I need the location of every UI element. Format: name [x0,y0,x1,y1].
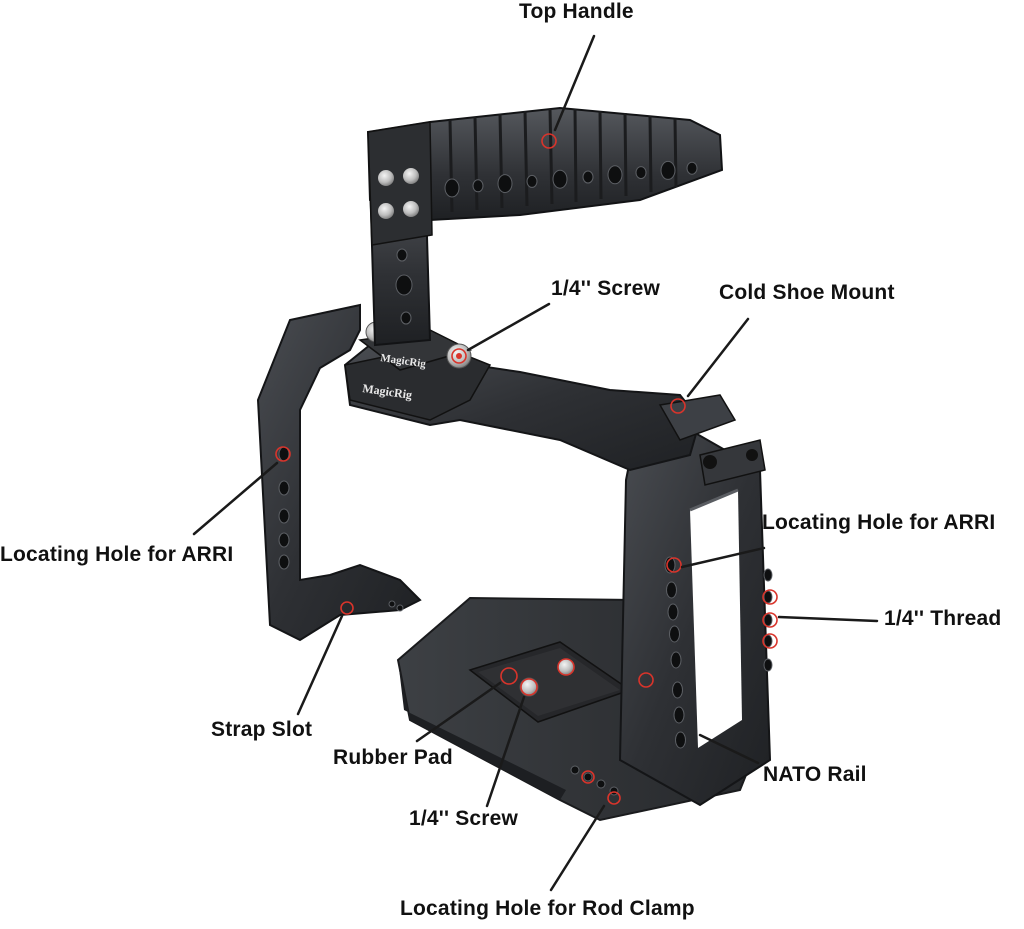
right-outer-hole [763,658,773,672]
right-frame-hole [672,681,683,699]
right-outer-hole [763,568,773,582]
left-frame-hole [278,532,290,548]
strap-area-hole [388,600,396,608]
label-locating-hole-arri-right: Locating Hole for ARRI [762,511,996,534]
rod-clamp-hole [596,779,606,789]
left-frame-hole [278,554,290,570]
rod-clamp-hole [609,786,619,796]
leader-nato [698,733,760,765]
highlight-rod-clamp-1 [581,770,595,784]
label-cold-shoe-mount: Cold Shoe Mount [719,281,895,304]
top-handle [366,106,724,347]
label-rubber-pad: Rubber Pad [333,746,453,769]
leader-lines [192,34,879,892]
right-frame-hole [670,651,682,669]
handle-hole [635,166,647,180]
right-frame-hole [669,625,680,643]
handle-hole [686,161,698,175]
highlight-arri-right [666,557,682,573]
rod-clamp-hole [583,772,593,782]
label-screw-bottom: 1/4'' Screw [409,807,519,830]
leader-cold-shoe [686,317,750,398]
label-thread: 1/4'' Thread [884,607,1002,630]
highlight-nato-hole [638,672,654,688]
highlight-strap-slot [340,601,354,615]
label-nato-rail: NATO Rail [763,763,867,786]
handle-mount-block: MagicRig MagicRig [344,321,492,421]
leader-arri-right [680,546,766,569]
leader-screw-bottom [485,695,526,808]
handle-hole [582,170,594,184]
handle-post-hole [396,248,408,262]
bottom-screws [519,658,575,697]
cage-right-frame [618,428,772,807]
right-frame-hole [667,603,679,621]
highlight-arri-left [275,446,291,462]
right-frame-hole [666,581,677,599]
label-screw-top: 1/4'' Screw [551,277,661,300]
leader-strap-slot [296,614,344,716]
cage-left-frame [256,303,422,642]
highlight-thread-1 [762,589,778,605]
highlight-rubber-pad [500,667,518,685]
handle-hole [607,165,623,185]
highlight-top-handle [541,133,557,149]
highlight-circles [275,133,778,805]
brand-engraving-bottom: MagicRig [362,381,413,402]
leader-thread [777,615,879,623]
highlight-screw-bottom [520,678,538,696]
rod-clamp-hole [570,765,580,775]
label-locating-hole-rod-clamp: Locating Hole for Rod Clamp [400,897,695,920]
highlight-screw-bottom-2 [557,658,575,676]
handle-post-hole [400,311,412,325]
handle-hole [552,169,568,189]
leader-rod-clamp [549,804,606,892]
label-locating-hole-arri-left: Locating Hole for ARRI [0,543,234,566]
leader-top-handle [553,34,596,132]
left-frame-hole [278,480,290,496]
right-frame-hole [675,731,686,749]
leader-arri-left [192,461,279,536]
handle-hole [444,178,460,198]
highlight-screw-top [451,348,467,364]
left-frame-hole [278,508,290,524]
highlight-rod-clamp-2 [607,791,621,805]
label-strap-slot: Strap Slot [211,718,313,741]
handle-holes [395,160,698,325]
leader-screw-top [466,302,551,352]
highlight-cold-shoe [670,398,686,414]
handle-hole [660,160,676,180]
handle-post-hole [395,274,413,296]
handle-hole [497,174,513,194]
handle-hole [526,174,538,188]
highlight-thread-3 [762,633,778,649]
highlight-thread-2 [762,612,778,628]
leader-rubber-pad [415,681,502,743]
strap-area-hole [396,604,404,612]
right-frame-hole [673,706,685,724]
handle-hole [472,179,484,193]
label-top-handle: Top Handle [519,0,634,23]
